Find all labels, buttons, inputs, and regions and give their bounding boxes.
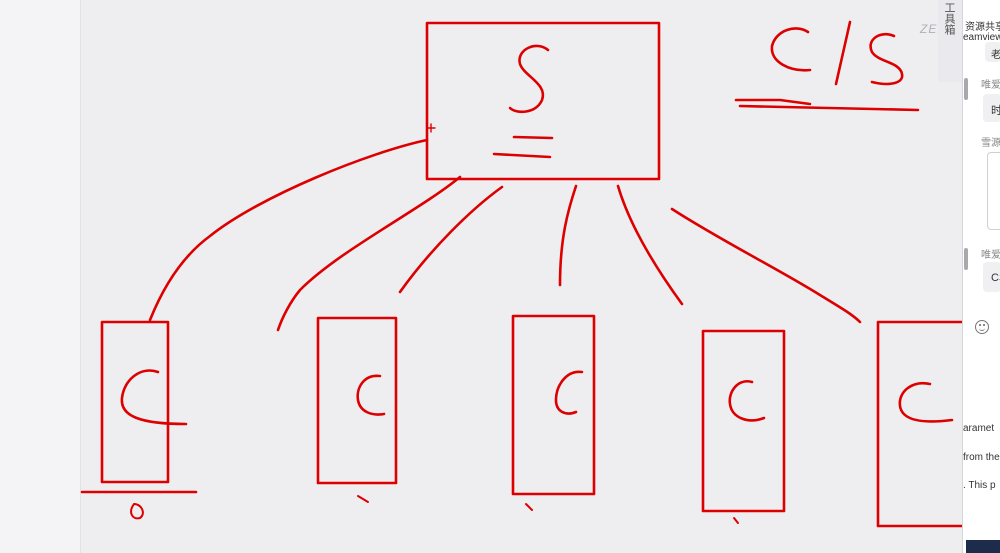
- client-mark-3: [525, 503, 533, 511]
- scrollbar-handle-1[interactable]: [964, 78, 968, 100]
- sender-name-1: 唯爱: [981, 80, 1000, 91]
- title-letter-s: [869, 32, 904, 86]
- taskbar-edge: [966, 540, 1000, 553]
- doc-snippet-2: from the: [963, 452, 1000, 463]
- message-text-3: CS: [991, 272, 1000, 284]
- client-box-4: [701, 329, 786, 513]
- link-line-2: [276, 175, 462, 332]
- client-letter-c-2: [356, 374, 386, 416]
- client-box-5: [876, 320, 1000, 528]
- client-letter-c-5: [898, 381, 954, 423]
- sender-name-3: 唯爱: [981, 250, 1000, 261]
- title-letter-c: [770, 27, 812, 72]
- client-mark-2: [357, 495, 369, 503]
- link-line-5: [616, 184, 684, 306]
- client-box-2: [316, 316, 398, 485]
- cursor-cross-icon: [426, 123, 436, 133]
- message-text-1: 老: [991, 50, 1000, 61]
- link-line-1: [148, 138, 429, 322]
- client-mark-1: [130, 503, 144, 520]
- toolbar-strip[interactable]: [938, 0, 962, 82]
- doc-snippet-3: . This p: [963, 480, 996, 491]
- link-line-6: [670, 207, 862, 324]
- panel-subtitle: eamview: [963, 32, 1000, 43]
- title-underline: [734, 98, 920, 112]
- server-underline-2: [492, 152, 552, 159]
- emoji-icon[interactable]: [975, 320, 989, 334]
- chat-side-panel: 资源共享 eamview 老 唯爱 时 雪源 唯爱 CS aramet from…: [962, 0, 1000, 553]
- client-box-3: [511, 314, 596, 496]
- sender-name-2: 雪源: [981, 138, 1000, 149]
- message-chip-2[interactable]: [983, 94, 1000, 122]
- scrollbar-handle-2[interactable]: [964, 248, 968, 270]
- message-chip-1[interactable]: [985, 42, 1000, 62]
- server-box: [425, 21, 661, 181]
- panel-title: 资源共享: [965, 22, 1000, 33]
- server-underline-1: [512, 135, 554, 140]
- file-card[interactable]: [987, 152, 1000, 230]
- link-line-4: [558, 184, 578, 287]
- client-box-1: [100, 320, 170, 484]
- toolbar-label[interactable]: 工具箱: [943, 2, 955, 35]
- message-chip-3[interactable]: [983, 262, 1000, 292]
- client-letter-c-1: [120, 369, 188, 426]
- doc-snippet-1: aramet: [963, 423, 995, 434]
- client-letter-c-4: [728, 380, 766, 422]
- message-text-2: 时: [991, 102, 1000, 118]
- canvas-left-margin: [0, 0, 81, 553]
- client-mark-4: [733, 517, 739, 524]
- title-slash: [834, 20, 852, 86]
- link-line-3: [398, 185, 504, 294]
- server-letter-s: [508, 44, 550, 114]
- client-letter-c-3: [554, 370, 584, 415]
